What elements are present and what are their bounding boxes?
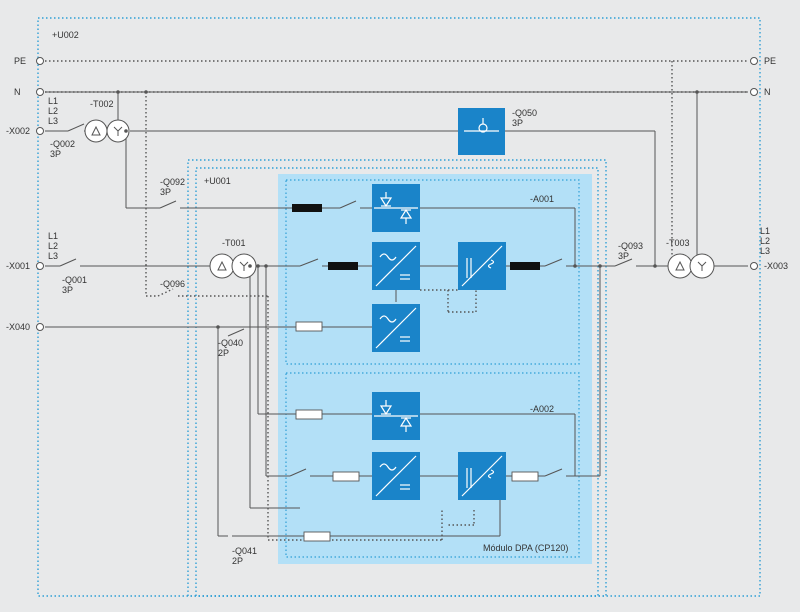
label-q050-poles: 3P <box>512 118 523 128</box>
static-switch-a002-icon <box>372 392 420 440</box>
module-panel <box>278 174 592 564</box>
terminal-pe-right <box>750 57 758 65</box>
label-x040: -X040 <box>6 322 30 332</box>
label-x001: -X001 <box>6 261 30 271</box>
module-a002-frame <box>285 372 580 558</box>
label-q041: -Q041 <box>232 546 257 556</box>
label-n-left: N <box>14 87 21 97</box>
q093-switch <box>614 258 633 267</box>
label-x002-l3: L3 <box>48 116 58 126</box>
label-q001: -Q001 <box>62 275 87 285</box>
label-q001-poles: 3P <box>62 285 73 295</box>
module-a001-frame <box>285 179 580 365</box>
label-x002-l1: L1 <box>48 96 58 106</box>
rectifier-x040-icon <box>372 304 420 352</box>
q001-switch <box>59 258 77 267</box>
fuse-a002-bypass <box>295 409 323 420</box>
cabinet-u001-frame <box>187 159 607 597</box>
t002-transformer-icon <box>84 119 130 143</box>
label-q092: -Q092 <box>160 177 185 187</box>
label-a001: -A001 <box>530 194 554 204</box>
q040-switch <box>227 328 245 337</box>
label-q050: -Q050 <box>512 108 537 118</box>
label-x002-l2: L2 <box>48 106 58 116</box>
rectifier-a002-icon <box>372 452 420 500</box>
label-a002: -A002 <box>530 404 554 414</box>
label-q093-poles: 3P <box>618 251 629 261</box>
t001-transformer-icon <box>209 253 257 279</box>
breaker-a001-input <box>328 262 358 270</box>
terminal-pe-left <box>36 57 44 65</box>
static-switch-a001-icon <box>372 184 420 232</box>
label-t003: -T003 <box>666 238 690 248</box>
label-q040: -Q040 <box>218 338 243 348</box>
label-module: Módulo DPA (CP120) <box>483 543 568 553</box>
label-x003-l2: L2 <box>760 236 770 246</box>
label-x001-l2: L2 <box>48 241 58 251</box>
terminal-n-right <box>750 88 758 96</box>
fuse-a002-output <box>511 471 539 482</box>
label-x001-l1: L1 <box>48 231 58 241</box>
label-u001: +U001 <box>204 176 231 186</box>
breaker-a001-output <box>510 262 540 270</box>
label-q002-poles: 3P <box>50 149 61 159</box>
fuse-x040 <box>295 321 323 332</box>
label-u002: +U002 <box>52 30 79 40</box>
inverter-a001-icon <box>458 242 506 290</box>
q096-switch <box>157 288 174 297</box>
q050-breaker-icon <box>458 108 505 155</box>
t003-transformer-icon <box>667 253 715 279</box>
cabinet-u001-inner-frame <box>195 167 599 597</box>
inverter-a002-icon <box>458 452 506 500</box>
label-x003-l1: L1 <box>760 226 770 236</box>
label-n-right: N <box>764 87 771 97</box>
fuse-a002-input <box>332 471 360 482</box>
label-q093: -Q093 <box>618 241 643 251</box>
label-x003-l3: L3 <box>760 246 770 256</box>
label-x002: -X002 <box>6 126 30 136</box>
terminal-x003 <box>750 262 758 270</box>
q092-switch <box>159 200 177 209</box>
terminal-n-left <box>36 88 44 96</box>
label-q092-poles: 3P <box>160 187 171 197</box>
label-pe-right: PE <box>764 56 776 66</box>
label-q002: -Q002 <box>50 139 75 149</box>
fuse-q041 <box>303 531 331 542</box>
q002-switch <box>67 123 85 132</box>
rectifier-a001-icon <box>372 242 420 290</box>
label-x001-l3: L3 <box>48 251 58 261</box>
breaker-a001-bypass <box>292 204 322 212</box>
terminal-x040 <box>36 323 44 331</box>
label-q096: -Q096 <box>160 279 185 289</box>
label-x003: -X003 <box>764 261 788 271</box>
terminal-x001 <box>36 262 44 270</box>
label-q040-poles: 2P <box>218 348 229 358</box>
label-t001: -T001 <box>222 238 246 248</box>
label-q041-poles: 2P <box>232 556 243 566</box>
terminal-x002 <box>36 127 44 135</box>
label-pe-left: PE <box>14 56 26 66</box>
label-t002: -T002 <box>90 99 114 109</box>
